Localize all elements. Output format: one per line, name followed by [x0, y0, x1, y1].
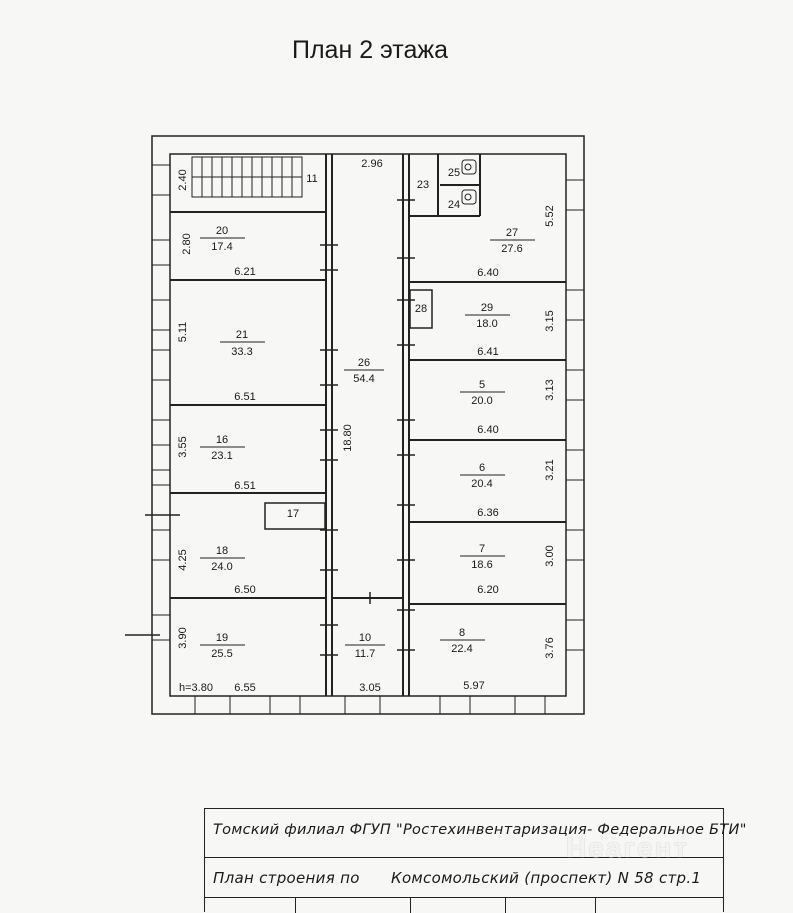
- dimension-label: 3.05: [359, 682, 380, 694]
- room-area: 24.0: [211, 561, 232, 573]
- room-area: 27.6: [501, 243, 522, 255]
- dimension-label: 6.55: [234, 682, 255, 694]
- dimension-labels: 2.40 2.96 2.80 6.21 5.11 6.51 3.55 6.51 …: [177, 158, 556, 694]
- dimension-label: 2.80: [181, 233, 193, 254]
- room-area: 20.4: [471, 478, 492, 490]
- room-number: 24: [448, 199, 460, 211]
- staircase: [191, 156, 303, 198]
- room-number: 17: [287, 508, 299, 520]
- room-area: 18.6: [471, 559, 492, 571]
- room-number: 11: [306, 173, 317, 185]
- address-label: Комсомольский (проспект) N 58 стр.1: [391, 869, 702, 887]
- room-number: 28: [415, 303, 427, 315]
- dimension-label: 6.40: [477, 267, 498, 279]
- room-area: 54.4: [353, 373, 374, 385]
- dimension-label: 6.40: [477, 424, 498, 436]
- room-number: 19: [216, 632, 228, 644]
- title-block-row-address: План строения по Комсомольский (проспект…: [205, 858, 723, 898]
- dimension-label: 3.21: [544, 459, 556, 480]
- toilet-fixtures: [461, 159, 477, 205]
- room-area: 17.4: [211, 241, 232, 253]
- window-marks: [152, 164, 584, 714]
- plan-title: План 2 этажа: [292, 36, 448, 64]
- room-number: 27: [506, 227, 518, 239]
- room-area: 20.0: [471, 395, 492, 407]
- room-number: 25: [448, 167, 460, 179]
- dimension-label: 6.50: [234, 584, 255, 596]
- dimension-label: 6.36: [477, 507, 498, 519]
- room-number: 8: [459, 627, 465, 639]
- room-number: 7: [479, 543, 485, 555]
- title-block: Томский филиал ФГУП "Ростехинвентаризаци…: [204, 808, 746, 913]
- room-number: 26: [358, 357, 370, 369]
- room-number: 20: [216, 225, 228, 237]
- room-area: 23.1: [211, 450, 232, 462]
- room-number: 23: [417, 179, 429, 191]
- watermark: Неагент: [566, 832, 690, 863]
- dimension-label: 6.51: [234, 480, 255, 492]
- dimension-label: 6.21: [234, 266, 255, 278]
- room-number: 16: [216, 434, 228, 446]
- organization-name: Томский филиал ФГУП "Ростехинвентаризаци…: [213, 822, 747, 838]
- cell-divider: [410, 898, 411, 913]
- room-number: 29: [481, 302, 493, 314]
- room-number: 18: [216, 545, 228, 557]
- dimension-label: 3.76: [544, 637, 556, 658]
- room-number: 5: [479, 379, 485, 391]
- room-number: 6: [479, 462, 485, 474]
- cell-divider: [505, 898, 506, 913]
- dimension-label: 6.20: [477, 584, 498, 596]
- door-marks: [125, 199, 415, 656]
- cell-divider: [595, 898, 596, 913]
- dimension-label: 2.96: [361, 158, 382, 170]
- interior-walls: [170, 154, 566, 696]
- dimension-label: 2.40: [177, 169, 189, 190]
- dimension-label: 5.52: [544, 205, 556, 226]
- room-number: 21: [236, 329, 248, 341]
- room-area: 18.0: [476, 318, 497, 330]
- dimension-label: 5.97: [463, 680, 484, 692]
- dimension-label: 3.00: [544, 545, 556, 566]
- dimension-label: 4.25: [177, 549, 189, 570]
- dimension-label: h=3.80: [179, 682, 213, 694]
- room-area: 25.5: [211, 648, 232, 660]
- dimension-label: 3.13: [544, 379, 556, 400]
- outer-walls: [151, 135, 585, 715]
- dimension-label: 6.51: [234, 391, 255, 403]
- dimension-label: 6.41: [477, 346, 498, 358]
- dimension-label: 5.11: [177, 322, 189, 343]
- dimension-label: 3.90: [177, 627, 189, 648]
- dimension-label: 3.15: [544, 310, 556, 331]
- room-label-lines: [200, 237, 535, 646]
- plan-of-label: План строения по: [213, 869, 360, 887]
- dimension-label: 3.55: [177, 436, 189, 457]
- dimension-label: 18.80: [342, 424, 354, 452]
- cell-divider: [295, 898, 296, 913]
- room-labels: 20 17.4 21 33.3 16 23.1 18 24.0 19 25.5 …: [211, 167, 522, 660]
- room-number: 10: [359, 632, 371, 644]
- title-block-row-cells: [205, 898, 723, 913]
- floor-plan: 20 17.4 21 33.3 16 23.1 18 24.0 19 25.5 …: [125, 135, 585, 715]
- room-area: 33.3: [231, 346, 252, 358]
- room-area: 22.4: [451, 643, 472, 655]
- room-area: 11.7: [355, 648, 376, 660]
- title-block-row-org: Томский филиал ФГУП "Ростехинвентаризаци…: [205, 809, 746, 858]
